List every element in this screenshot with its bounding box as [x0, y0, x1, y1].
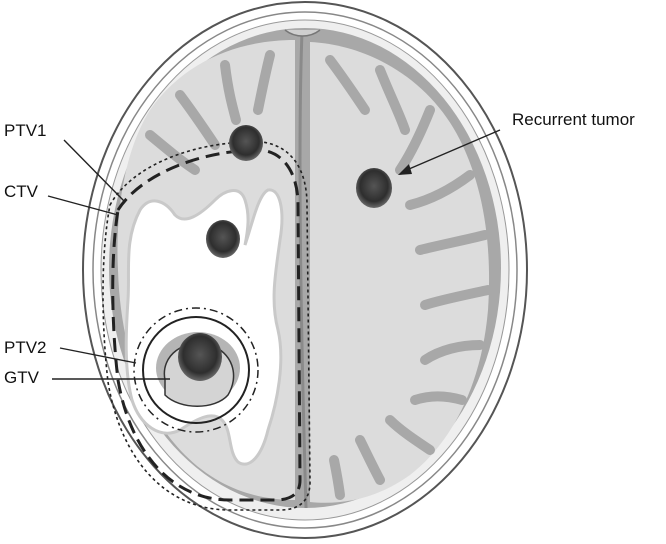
ctv-label: CTV	[4, 182, 38, 201]
gtv-label: GTV	[4, 368, 39, 387]
recurrent-tumor-label: Recurrent tumor	[512, 110, 635, 129]
recurrent-tumor-leader	[401, 129, 501, 173]
ctv-contour	[111, 148, 302, 502]
ptv2-outer-circle	[133, 307, 259, 433]
right-white-matter	[310, 42, 490, 503]
ptv2-inner-circle	[142, 316, 250, 424]
leader-lines	[47, 129, 501, 380]
left-sulci	[145, 50, 275, 175]
tumor-right	[356, 168, 392, 208]
tumor-gtv	[178, 333, 222, 381]
falx-top-notch	[284, 29, 321, 37]
midline-falx	[298, 31, 308, 509]
recurrent-tumor-arrowhead	[398, 164, 412, 175]
ptv2-leader	[59, 347, 137, 364]
tumor-left-upper	[229, 125, 263, 161]
ptv2-label: PTV2	[4, 338, 47, 357]
tumor-left-middle	[206, 220, 240, 258]
skull-inner-line	[92, 11, 518, 529]
ptv1-contour	[102, 141, 311, 511]
right-sulci	[325, 55, 493, 500]
ctv-leader	[47, 195, 119, 216]
ptv1-label: PTV1	[4, 121, 47, 140]
cavity-margin	[124, 188, 284, 466]
ptv1-leader	[63, 139, 126, 203]
